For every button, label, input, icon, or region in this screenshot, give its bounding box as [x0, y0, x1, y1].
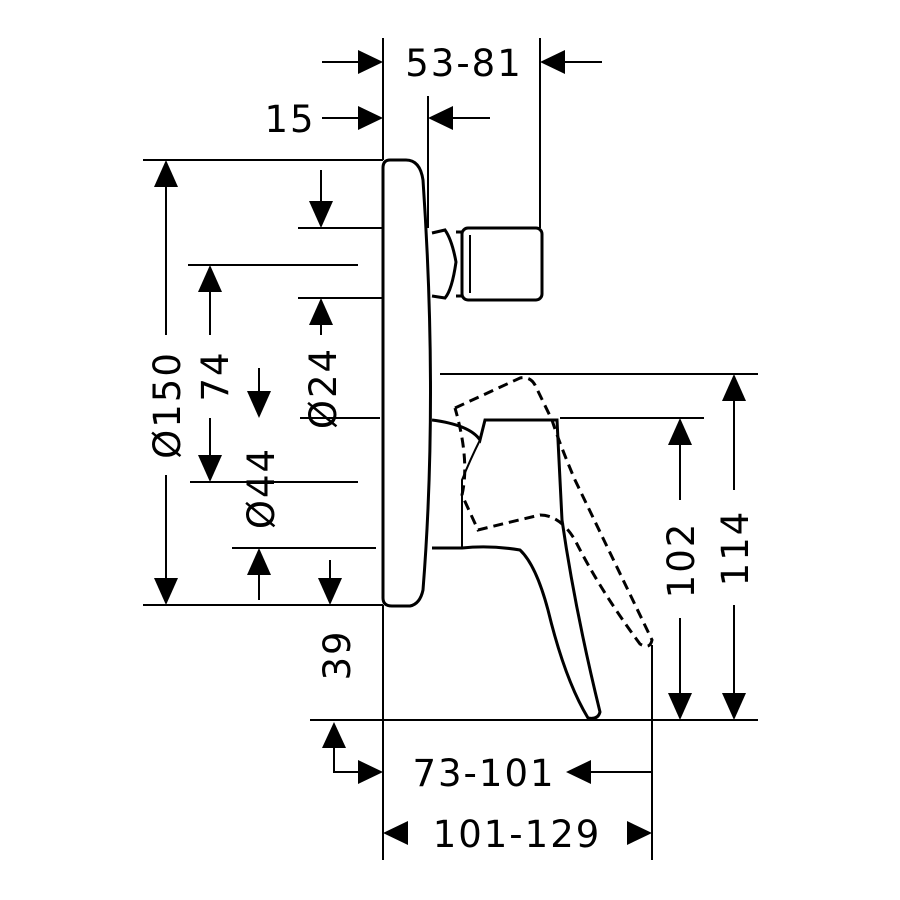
label-74: 74	[194, 350, 237, 401]
label-101-129: 101-129	[433, 813, 602, 856]
label-102: 102	[660, 522, 703, 599]
diverter-knob	[431, 226, 544, 302]
dimension-labels: 53-81 15 Ø150 74 Ø24 Ø44 102 114 39 73-1…	[146, 42, 757, 856]
label-114: 114	[714, 510, 757, 587]
reference-lines	[143, 38, 758, 860]
label-73-101: 73-101	[412, 752, 555, 795]
lever-handle	[431, 418, 602, 720]
mixer-body	[381, 158, 654, 720]
label-53-81: 53-81	[405, 42, 523, 85]
wall-plate	[381, 158, 432, 608]
label-39: 39	[316, 629, 359, 680]
label-diameter-24: Ø24	[302, 347, 345, 429]
dimension-lines	[154, 50, 746, 845]
label-diameter-150: Ø150	[146, 351, 189, 459]
label-15: 15	[264, 98, 315, 141]
label-diameter-44: Ø44	[240, 447, 283, 529]
lever-handle-alt	[453, 376, 654, 648]
